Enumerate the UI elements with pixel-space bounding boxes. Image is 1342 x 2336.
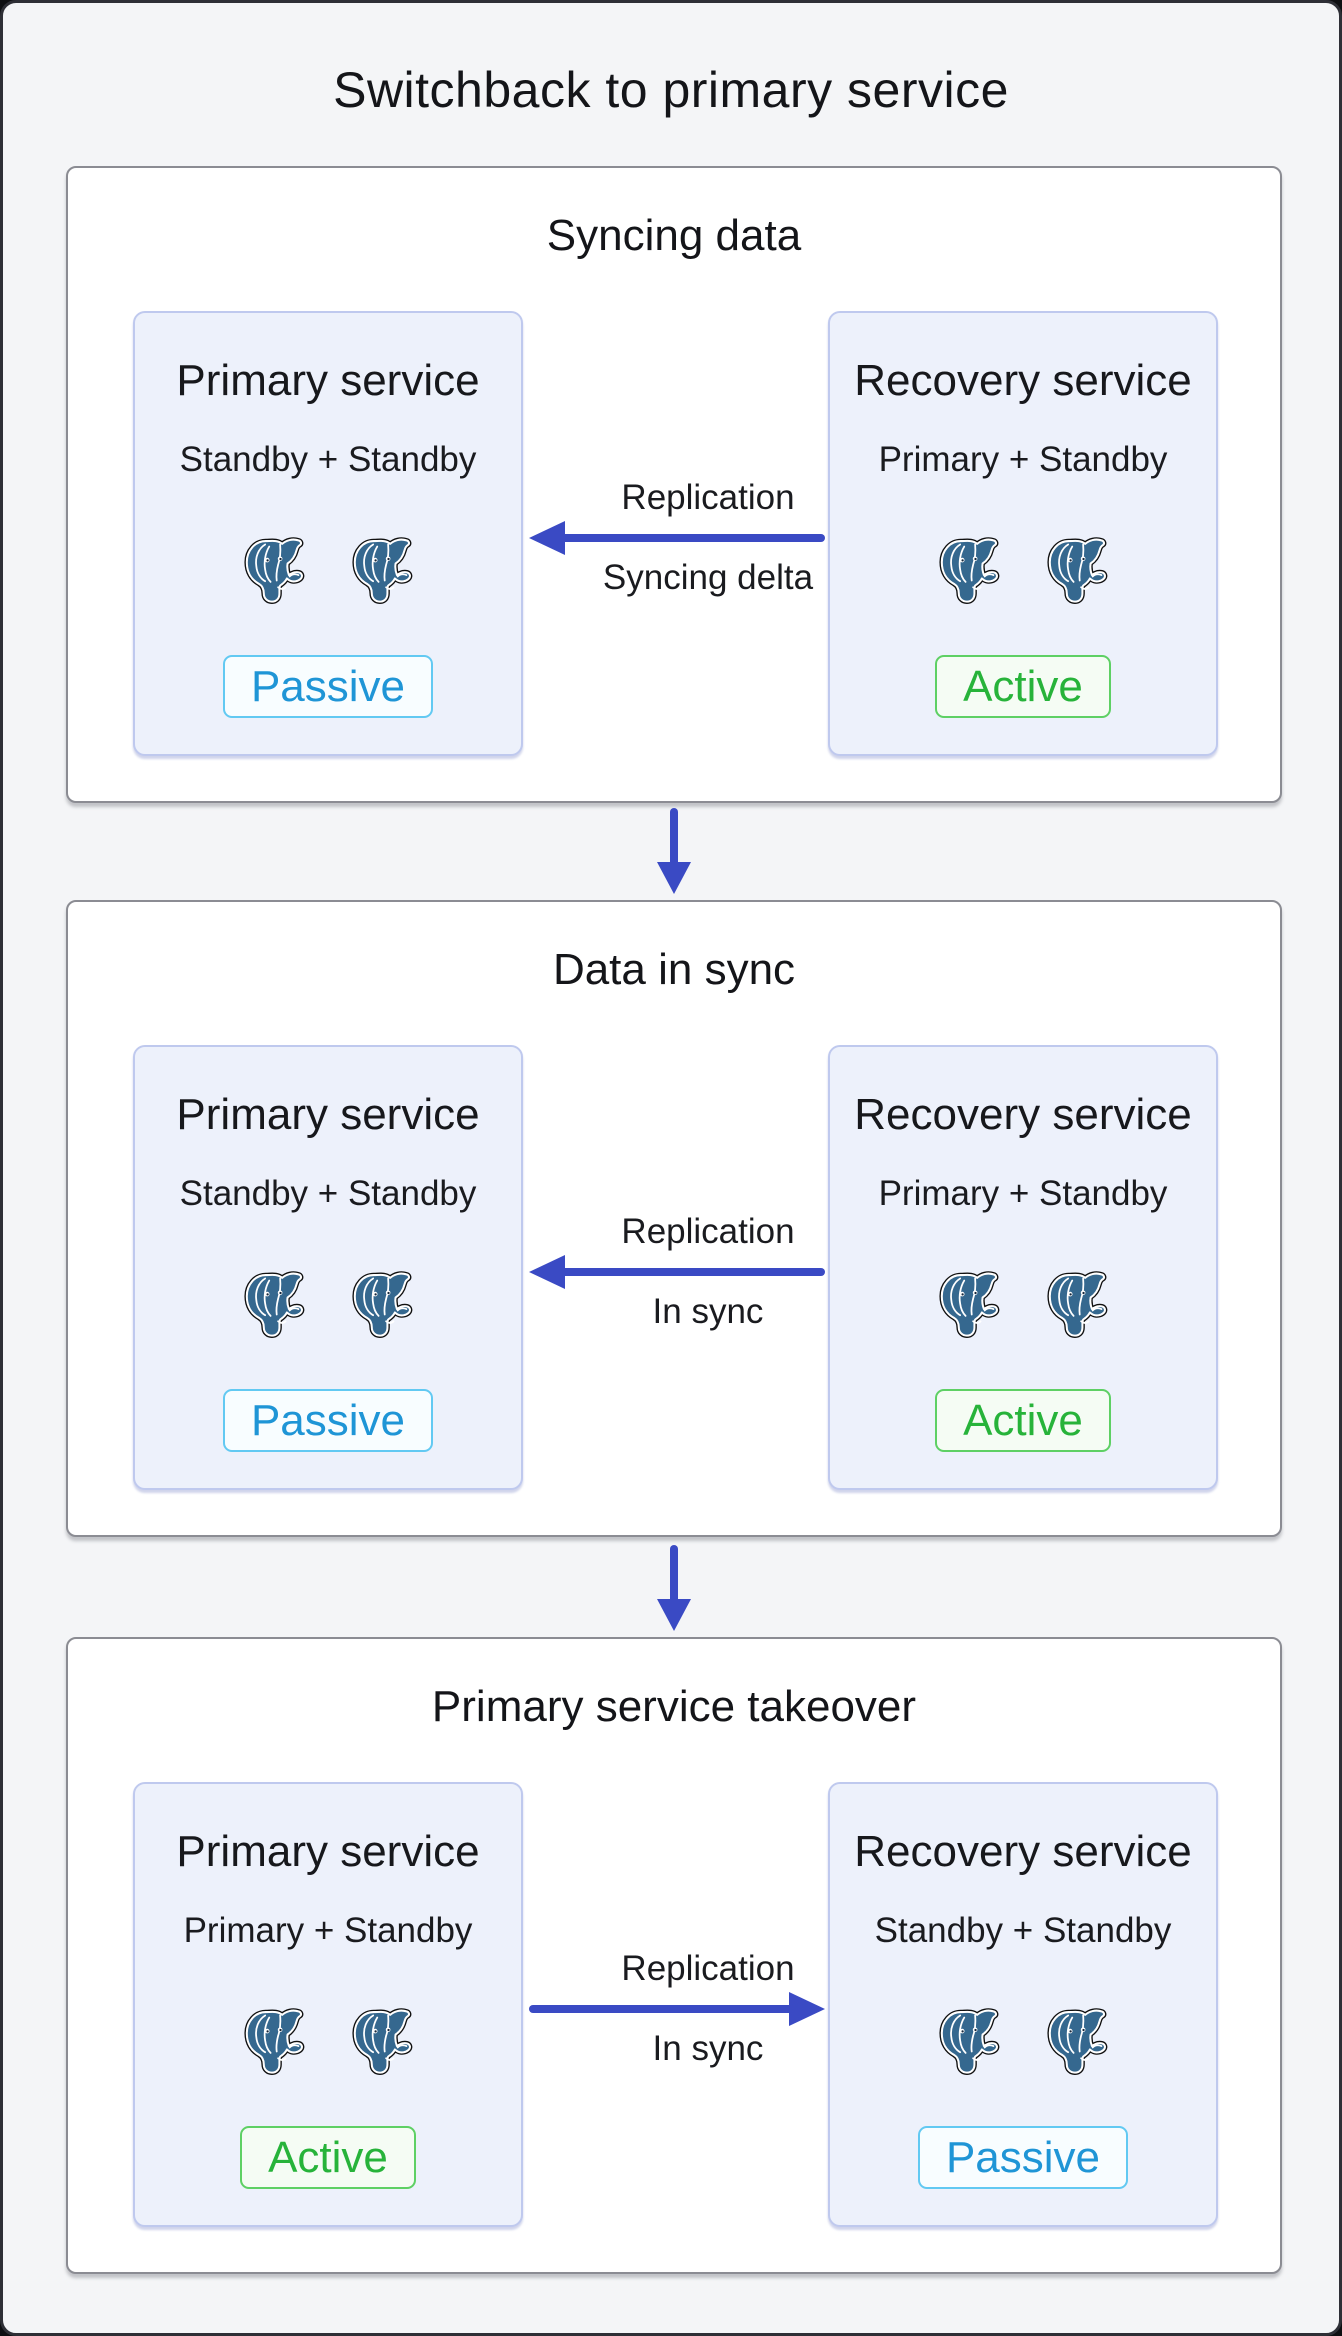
card-subtitle: Standby + Standby <box>179 1174 477 1213</box>
database-icons-row <box>135 1271 521 1339</box>
arrow-down-icon <box>654 808 694 896</box>
arrow-left-icon <box>527 518 827 558</box>
card-title: Primary service <box>176 1827 480 1876</box>
arrow-down-icon <box>654 1545 694 1633</box>
card-subtitle: Primary + Standby <box>878 440 1168 479</box>
primary-service-card: Primary service Primary + Standby Active <box>133 1782 523 2227</box>
flow-label-top: Replication <box>621 1212 795 1251</box>
status-badge: Passive <box>222 655 434 718</box>
section-title: Primary service takeover <box>431 1682 917 1731</box>
replication-flow: Replication In sync <box>523 1782 893 2227</box>
flow-label-bottom: In sync <box>652 1292 764 1331</box>
card-subtitle: Standby + Standby <box>179 440 477 479</box>
flow-label-top: Replication <box>621 1949 795 1988</box>
section-syncing-data: Syncing data Primary service Standby + S… <box>66 166 1282 803</box>
section-data-in-sync: Data in sync Primary service Standby + S… <box>66 900 1282 1537</box>
postgres-elephant-icon <box>935 1271 1003 1339</box>
database-icons-row <box>830 537 1216 605</box>
recovery-service-card: Recovery service Primary + Standby Activ… <box>828 1045 1218 1490</box>
status-badge: Active <box>935 655 1111 718</box>
recovery-service-card: Recovery service Standby + Standby Passi… <box>828 1782 1218 2227</box>
status-badge: Active <box>935 1389 1111 1452</box>
postgres-elephant-icon <box>240 2008 308 2076</box>
database-icons-row <box>135 2008 521 2076</box>
card-title: Primary service <box>176 1090 480 1139</box>
postgres-elephant-icon <box>348 537 416 605</box>
postgres-elephant-icon <box>935 2008 1003 2076</box>
card-subtitle: Primary + Standby <box>878 1174 1168 1213</box>
card-title: Primary service <box>176 356 480 405</box>
flow-label-top: Replication <box>621 478 795 517</box>
flow-label-bottom: Syncing delta <box>602 558 814 597</box>
postgres-elephant-icon <box>935 537 1003 605</box>
card-title: Recovery service <box>854 1827 1192 1876</box>
card-title: Recovery service <box>854 356 1192 405</box>
card-subtitle: Standby + Standby <box>874 1911 1172 1950</box>
database-icons-row <box>830 1271 1216 1339</box>
section-title: Data in sync <box>552 945 796 994</box>
arrow-left-icon <box>527 1252 827 1292</box>
database-icons-row <box>830 2008 1216 2076</box>
status-badge: Active <box>240 2126 416 2189</box>
card-subtitle: Primary + Standby <box>183 1911 473 1950</box>
section-primary-takeover: Primary service takeover Primary service… <box>66 1637 1282 2274</box>
card-title: Recovery service <box>854 1090 1192 1139</box>
postgres-elephant-icon <box>1043 537 1111 605</box>
replication-flow: Replication In sync <box>523 1045 893 1490</box>
replication-flow: Replication Syncing delta <box>523 311 893 756</box>
section-title: Syncing data <box>546 211 802 260</box>
arrow-right-icon <box>527 1989 827 2029</box>
status-badge: Passive <box>222 1389 434 1452</box>
flow-label-bottom: In sync <box>652 2029 764 2068</box>
postgres-elephant-icon <box>240 537 308 605</box>
primary-service-card: Primary service Standby + Standby Passiv… <box>133 311 523 756</box>
recovery-service-card: Recovery service Primary + Standby Activ… <box>828 311 1218 756</box>
postgres-elephant-icon <box>348 1271 416 1339</box>
postgres-elephant-icon <box>1043 2008 1111 2076</box>
postgres-elephant-icon <box>1043 1271 1111 1339</box>
postgres-elephant-icon <box>240 1271 308 1339</box>
status-badge: Passive <box>917 2126 1129 2189</box>
database-icons-row <box>135 537 521 605</box>
page-title: Switchback to primary service <box>333 62 1009 118</box>
primary-service-card: Primary service Standby + Standby Passiv… <box>133 1045 523 1490</box>
postgres-elephant-icon <box>348 2008 416 2076</box>
